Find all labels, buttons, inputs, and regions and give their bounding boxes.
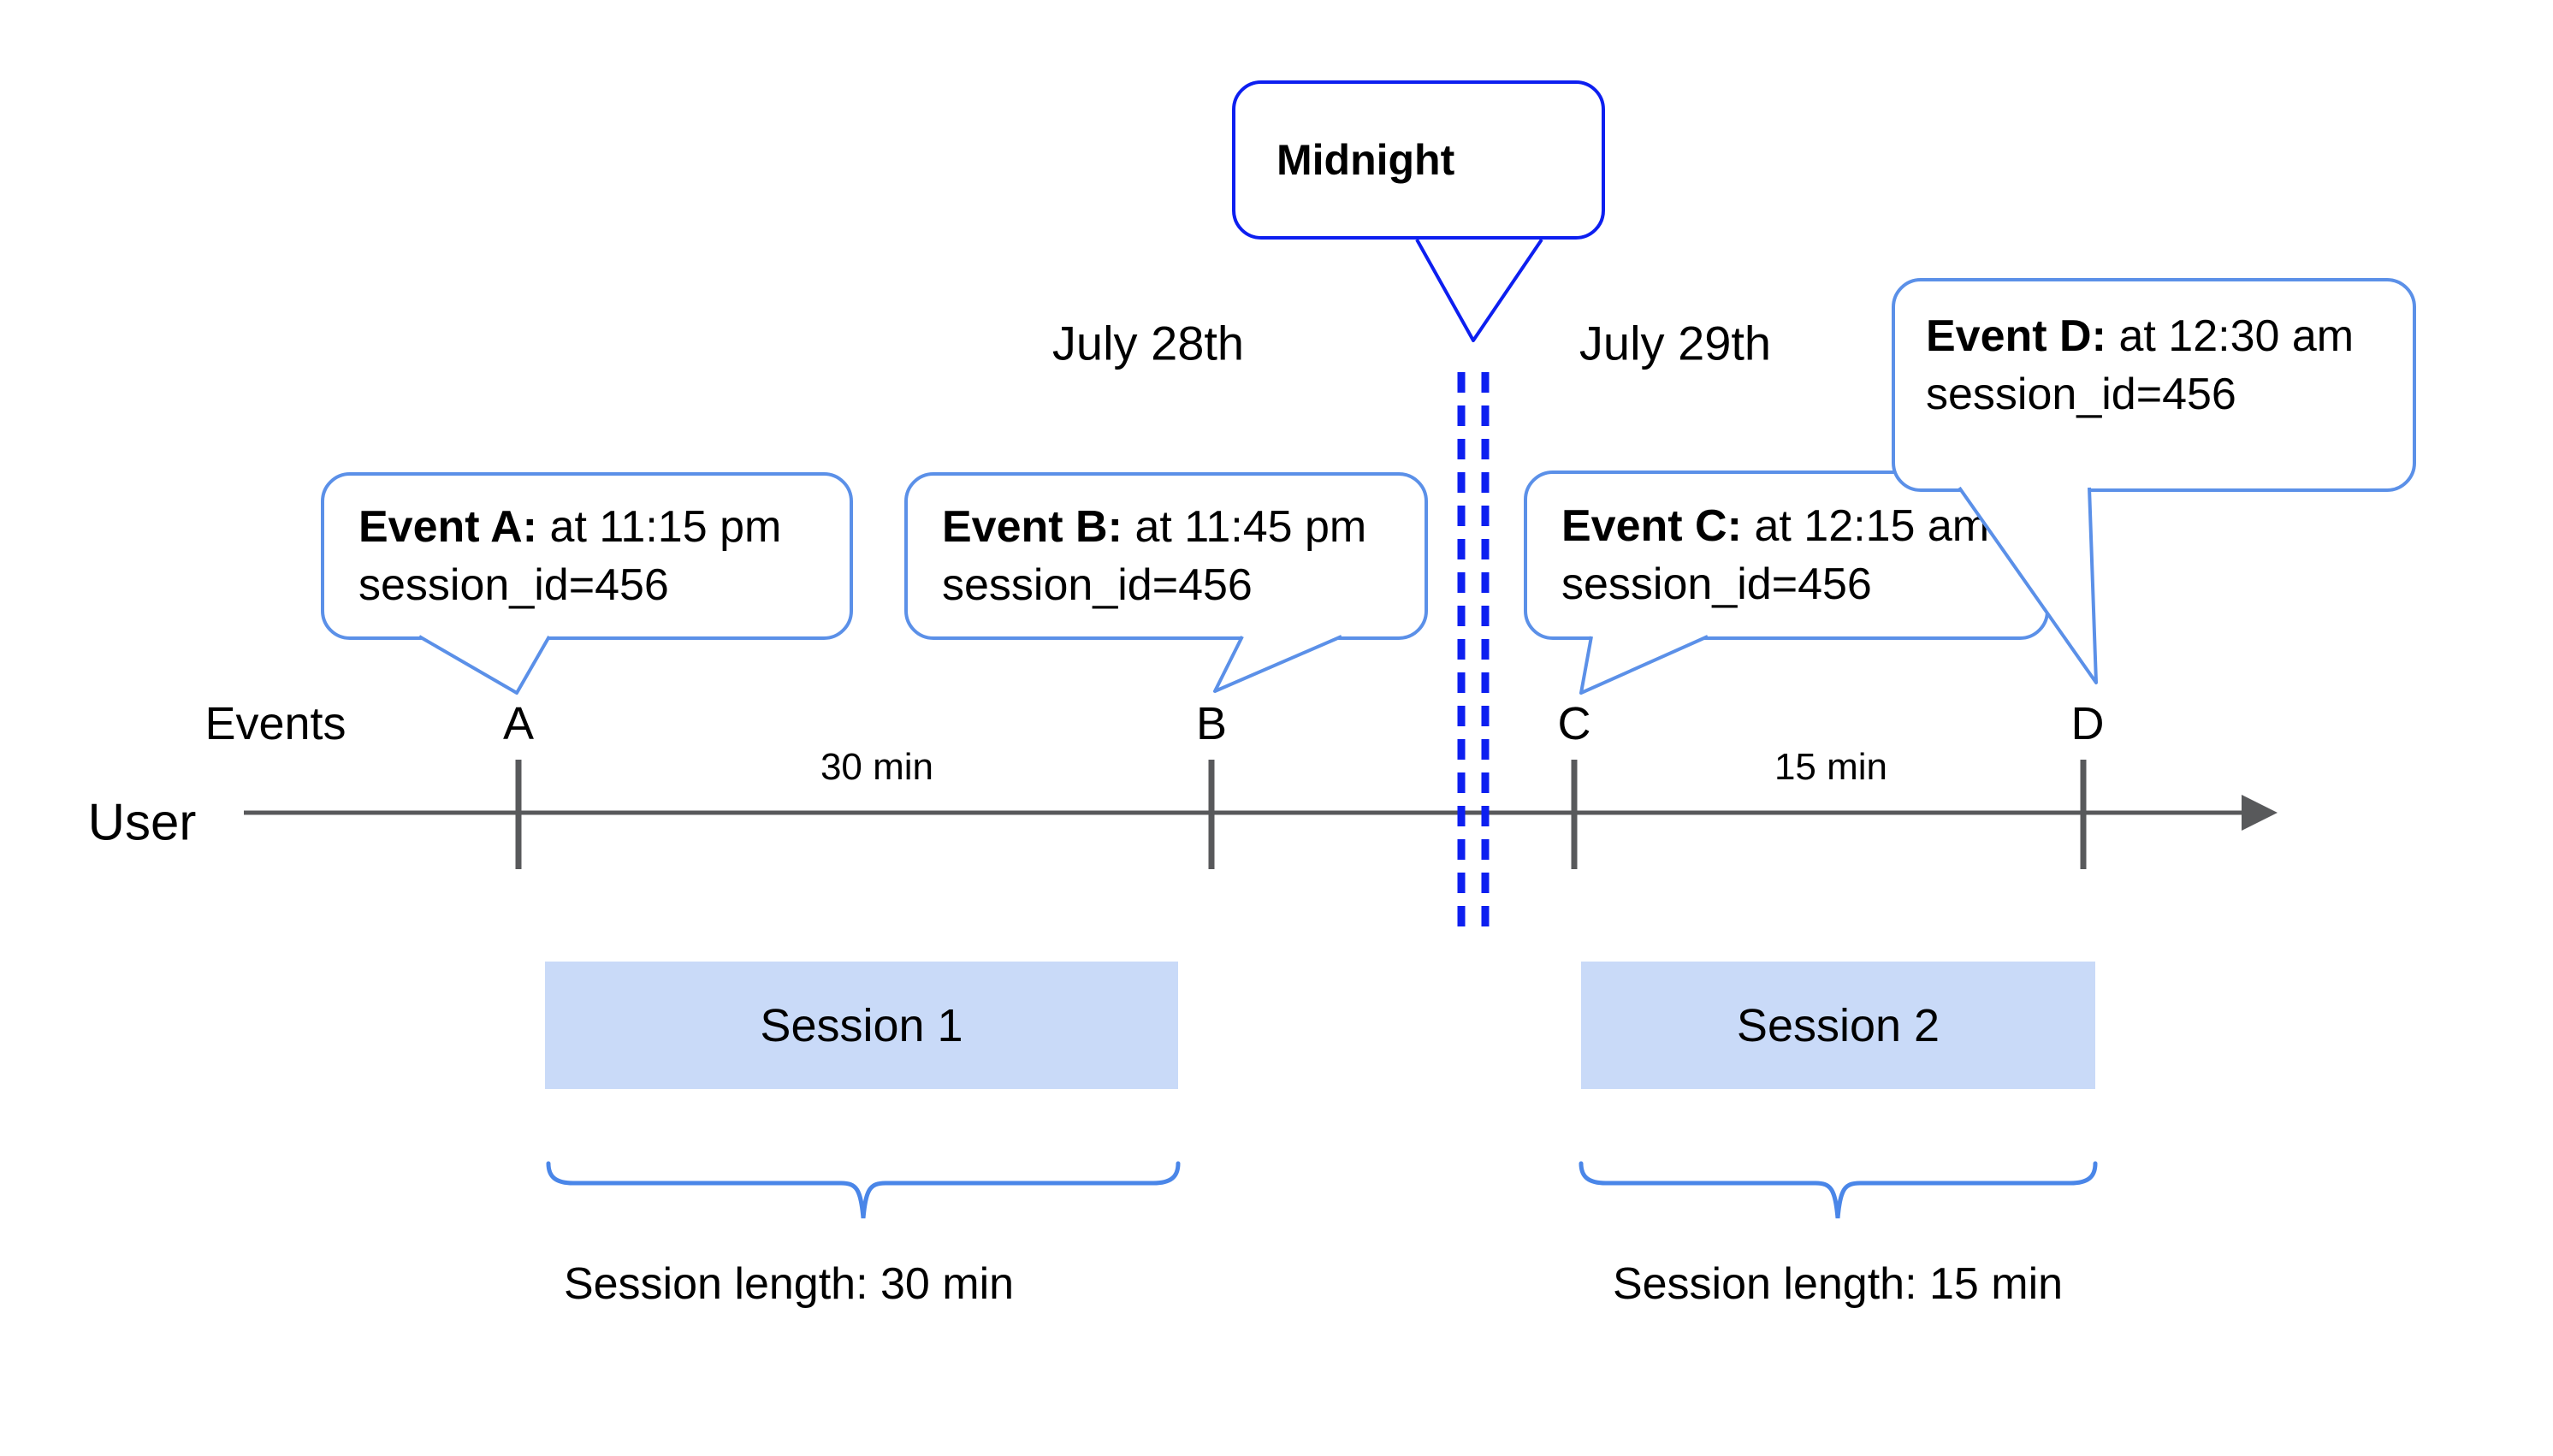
event-c-callout: Event C:at 12:15 am session_id=456 xyxy=(1524,471,2049,640)
interval-15min-label: 15 min xyxy=(1774,746,1888,788)
session-2-length-label: Session length: 15 min xyxy=(1612,1259,2064,1309)
event-c-session-id: session_id=456 xyxy=(1561,559,1872,609)
event-letter-d: D xyxy=(2070,698,2105,749)
event-b-callout-tail xyxy=(1213,635,1342,693)
event-a-session-id: session_id=456 xyxy=(358,560,669,610)
session-2-box: Session 2 xyxy=(1581,962,2095,1089)
event-d-callout: Event D:at 12:30 am session_id=456 xyxy=(1892,278,2416,492)
event-letter-a: A xyxy=(502,698,535,749)
user-lane-label: User xyxy=(87,793,197,851)
event-b-session-id: session_id=456 xyxy=(942,560,1253,610)
event-b-time: at 11:45 pm xyxy=(1134,502,1367,552)
event-c-callout-tail xyxy=(1579,635,1709,695)
event-a-callout-tail xyxy=(418,635,551,695)
event-d-callout-line1: Event D:at 12:30 am xyxy=(1926,307,2413,365)
event-b-callout-line1: Event B:at 11:45 pm xyxy=(942,498,1425,556)
date-label-july-29th: July 29th xyxy=(1579,316,1772,370)
event-d-session-id: session_id=456 xyxy=(1926,370,2236,419)
session-1-box: Session 1 xyxy=(545,962,1178,1089)
timeline-arrowhead-icon xyxy=(2242,795,2278,831)
session-1-brace xyxy=(546,1161,1181,1219)
event-d-time: at 12:30 am xyxy=(2118,311,2355,361)
interval-30min-label: 30 min xyxy=(820,746,934,788)
midnight-callout: Midnight xyxy=(1232,80,1605,240)
event-d-title: Event D: xyxy=(1926,311,2106,361)
event-c-callout-line1: Event C:at 12:15 am xyxy=(1561,497,2046,555)
event-a-callout: Event A:at 11:15 pm session_id=456 xyxy=(321,472,853,640)
date-label-july-28th: July 28th xyxy=(1051,316,1245,370)
midnight-callout-tail xyxy=(1415,238,1543,342)
session-1-length-label: Session length: 30 min xyxy=(563,1259,1015,1309)
session-1-label: Session 1 xyxy=(760,999,963,1051)
session-2-brace xyxy=(1579,1161,2098,1219)
event-a-callout-line1: Event A:at 11:15 pm xyxy=(358,498,850,556)
midnight-label: Midnight xyxy=(1276,136,1455,184)
event-b-callout: Event B:at 11:45 pm session_id=456 xyxy=(904,472,1428,640)
event-a-time: at 11:15 pm xyxy=(549,502,782,552)
event-b-title: Event B: xyxy=(942,502,1122,552)
events-axis-label: Events xyxy=(204,698,347,749)
event-letter-c: C xyxy=(1557,698,1591,749)
event-a-title: Event A: xyxy=(358,502,537,552)
event-letter-b: B xyxy=(1195,698,1228,749)
event-c-title: Event C: xyxy=(1561,501,1742,551)
event-c-time: at 12:15 am xyxy=(1754,501,1990,551)
session-2-label: Session 2 xyxy=(1736,999,1940,1051)
